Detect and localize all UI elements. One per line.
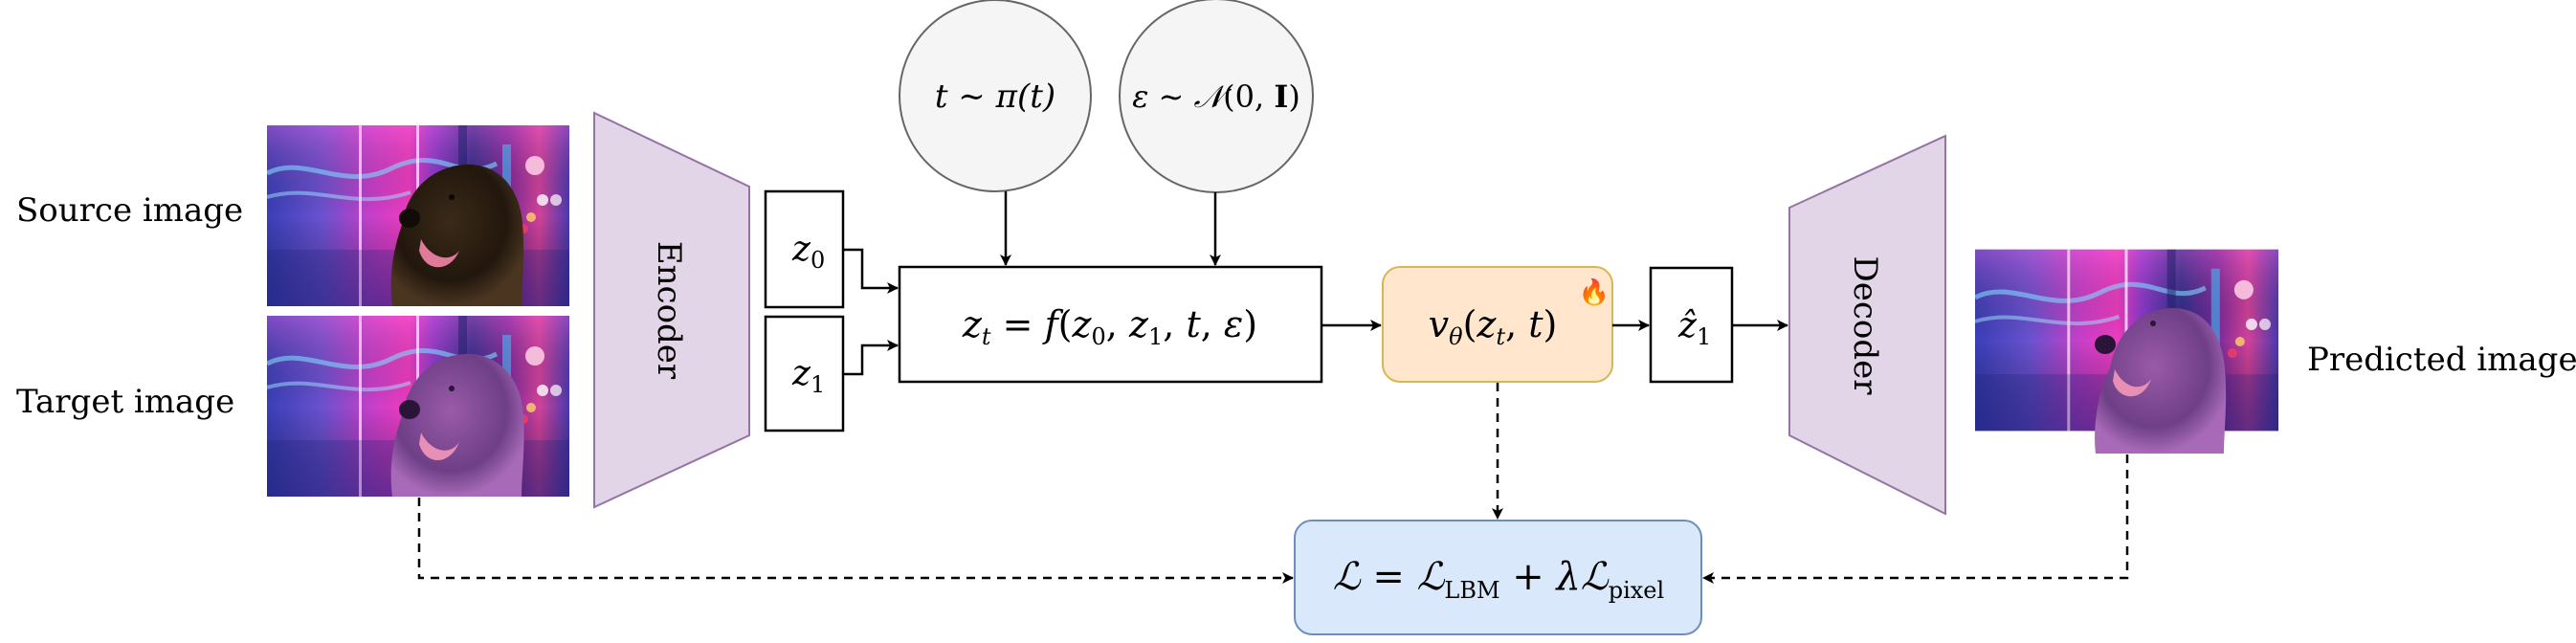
svg-text:t ∼ π(t): t ∼ π(t) xyxy=(935,78,1055,116)
v-fn: v xyxy=(1429,303,1450,345)
source-image xyxy=(267,125,569,306)
arg-t: t xyxy=(1528,303,1543,345)
zt-base: z xyxy=(962,303,983,345)
arg-z1-base: z xyxy=(1128,303,1149,345)
source-image-label: Source image xyxy=(16,191,243,230)
z1-sub: 1 xyxy=(811,371,825,398)
arg-z0-base: z xyxy=(1071,303,1092,345)
arg-z0-sub: 0 xyxy=(1092,323,1106,350)
interpolation-box: zt = f(z0, z1, t, ε) xyxy=(898,265,1323,384)
dashed-predicted-to-loss xyxy=(1702,455,2129,584)
target-image xyxy=(267,316,569,497)
fire-icon: 🔥 xyxy=(1579,277,1610,307)
loss-total: ℒ xyxy=(1333,555,1362,599)
pi-dist: π(t) xyxy=(995,78,1056,116)
loss-pixel: ℒ xyxy=(1581,555,1610,599)
latent-z1: z1 xyxy=(764,315,845,432)
z0-base: z xyxy=(791,230,811,269)
loss-lbm-sub: LBM xyxy=(1444,577,1499,604)
svg-text:zt = f(z0, z1, t, ε): zt = f(z0, z1, t, ε) xyxy=(962,303,1257,350)
decoder-block: Decoder xyxy=(1788,134,1946,516)
predicted-image-label: Predicted image xyxy=(2307,341,2576,379)
loss-box: ℒ = ℒLBM + λℒpixel xyxy=(1294,520,1702,635)
arrow-z1-to-interp xyxy=(843,340,899,376)
arg-zt-base: z xyxy=(1476,303,1497,345)
paren-open: ( xyxy=(1463,303,1477,345)
latent-z1-hat: ẑ1 xyxy=(1649,266,1734,384)
svg-text:ℒ = ℒLBM + λℒpixel: ℒ = ℒLBM + λℒpixel xyxy=(1333,555,1664,604)
dashed-target-to-loss xyxy=(417,498,1294,584)
arg-z1-sub: 1 xyxy=(1148,323,1163,350)
tilde-op: ∼ xyxy=(1148,78,1193,115)
z0-sub: 0 xyxy=(811,247,825,274)
noise-sampler: ε ∼ 𝒩(0, I) xyxy=(1119,0,1314,193)
decoder-label: Decoder xyxy=(1846,255,1884,395)
lambda-weight: λ xyxy=(1555,555,1581,599)
comma: , xyxy=(1201,303,1224,345)
equals: = xyxy=(1361,555,1417,599)
predicted-image xyxy=(1975,250,2278,454)
svg-text:ẑ1: ẑ1 xyxy=(1677,306,1711,350)
plus: + xyxy=(1500,555,1557,599)
equals: = xyxy=(991,303,1045,345)
zt-sub: t xyxy=(982,323,991,350)
comma: , xyxy=(1505,303,1528,345)
normal-args-close: ) xyxy=(1288,78,1299,115)
target-image-label: Target image xyxy=(16,383,234,421)
z1-hat-sub: 1 xyxy=(1697,323,1711,350)
arg-epsilon: ε xyxy=(1224,303,1243,345)
svg-text:ε ∼ 𝒩(0, I): ε ∼ 𝒩(0, I) xyxy=(1132,78,1300,115)
encoder-label: Encoder xyxy=(650,241,688,380)
theta-sub: θ xyxy=(1449,323,1463,350)
identity-matrix: I xyxy=(1274,78,1288,115)
t-var: t xyxy=(935,78,948,116)
z1-base: z xyxy=(791,354,811,393)
paren-close: ) xyxy=(1243,303,1257,345)
time-sampler: t ∼ π(t) xyxy=(899,0,1092,192)
arrow-z0-to-interp xyxy=(843,248,899,294)
paren-close: ) xyxy=(1543,303,1558,345)
latent-z0: z0 xyxy=(764,189,845,309)
svg-text:z1: z1 xyxy=(791,354,825,398)
loss-pixel-sub: pixel xyxy=(1609,577,1664,604)
velocity-network-box: vθ(zt, t) 🔥 xyxy=(1382,266,1613,383)
z1-hat-base: ẑ xyxy=(1677,306,1698,345)
svg-text:vθ(zt, t): vθ(zt, t) xyxy=(1429,303,1558,350)
svg-text:z0: z0 xyxy=(791,230,825,274)
tilde-op: ∼ xyxy=(948,78,996,116)
comma: , xyxy=(1106,303,1129,345)
paren-open: ( xyxy=(1058,303,1073,345)
epsilon-var: ε xyxy=(1132,78,1148,115)
loss-lbm: ℒ xyxy=(1417,555,1446,599)
encoder-block: Encoder xyxy=(593,111,750,509)
arg-zt-sub: t xyxy=(1496,323,1505,350)
comma: , xyxy=(1163,303,1186,345)
normal-args: (0, xyxy=(1223,78,1274,115)
arg-t: t xyxy=(1186,303,1201,345)
